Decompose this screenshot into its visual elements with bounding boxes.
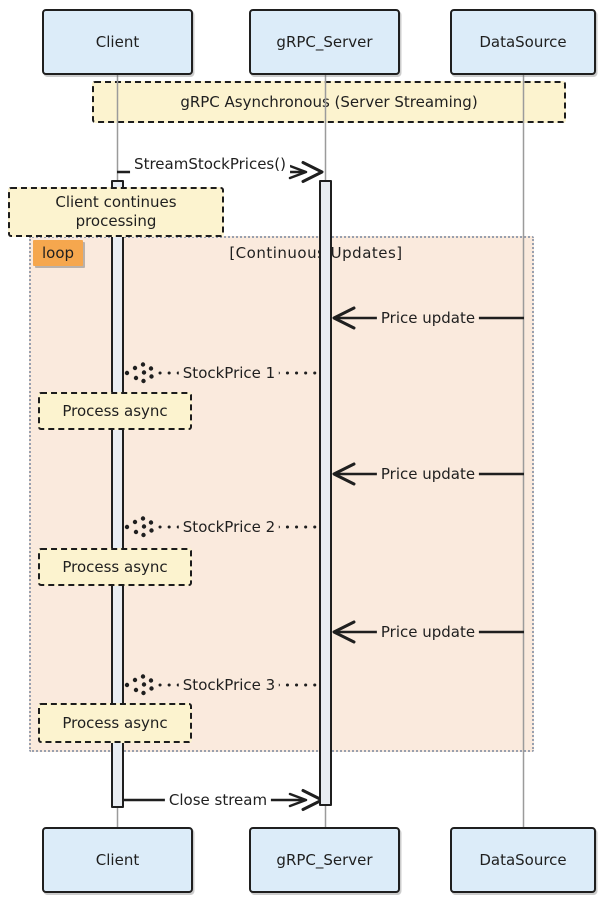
actor-grpc-server-top: gRPC_Server (249, 9, 400, 75)
actor-datasource-bottom: DataSource (450, 827, 596, 893)
message-stock-price-2-label: StockPrice 2 (178, 517, 280, 537)
note-process-async-2-text: Process async (62, 558, 168, 576)
actor-datasource-bottom-label: DataSource (479, 851, 567, 869)
activation-bar-grpc-server (319, 180, 332, 806)
loop-condition: [Continuous Updates] (229, 244, 403, 262)
message-stream-stock-prices-arrowhead (301, 161, 324, 183)
message-price-update-2-label: Price update (376, 464, 480, 484)
message-close-stream-label: Close stream (164, 790, 272, 810)
note-process-async-1: Process async (38, 392, 192, 430)
note-grpc-async: gRPC Asynchronous (Server Streaming) (92, 81, 566, 123)
message-price-update-3-label: Price update (376, 622, 480, 642)
message-stock-price-1-label: StockPrice 1 (178, 363, 280, 383)
actor-client-top-label: Client (95, 33, 140, 51)
note-process-async-3-text: Process async (62, 714, 168, 732)
note-process-async-2: Process async (38, 548, 192, 586)
note-process-async-3: Process async (38, 703, 192, 743)
note-grpc-async-text: gRPC Asynchronous (Server Streaming) (180, 93, 478, 111)
message-price-update-1-label: Price update (376, 308, 480, 328)
actor-client-top: Client (42, 9, 193, 75)
actor-datasource-top-label: DataSource (479, 33, 567, 51)
actor-grpc-server-bottom: gRPC_Server (249, 827, 400, 893)
actor-grpc-server-top-label: gRPC_Server (276, 33, 373, 51)
note-process-async-1-text: Process async (62, 402, 168, 420)
note-client-processing: Client continues processing (8, 187, 224, 237)
message-stream-stock-prices-arrowhead-inner (288, 164, 308, 180)
loop-label-text: loop (42, 244, 75, 262)
message-stream-stock-prices-label: StreamStockPrices() (130, 154, 290, 174)
actor-datasource-top: DataSource (450, 9, 596, 75)
message-close-stream-arrowhead-inner (288, 792, 308, 808)
actor-client-bottom: Client (42, 827, 193, 893)
actor-grpc-server-bottom-label: gRPC_Server (276, 851, 373, 869)
note-client-processing-text: Client continues processing (55, 192, 177, 231)
loop-label: loop (33, 240, 84, 266)
message-stock-price-3-label: StockPrice 3 (178, 675, 280, 695)
actor-client-bottom-label: Client (95, 851, 140, 869)
